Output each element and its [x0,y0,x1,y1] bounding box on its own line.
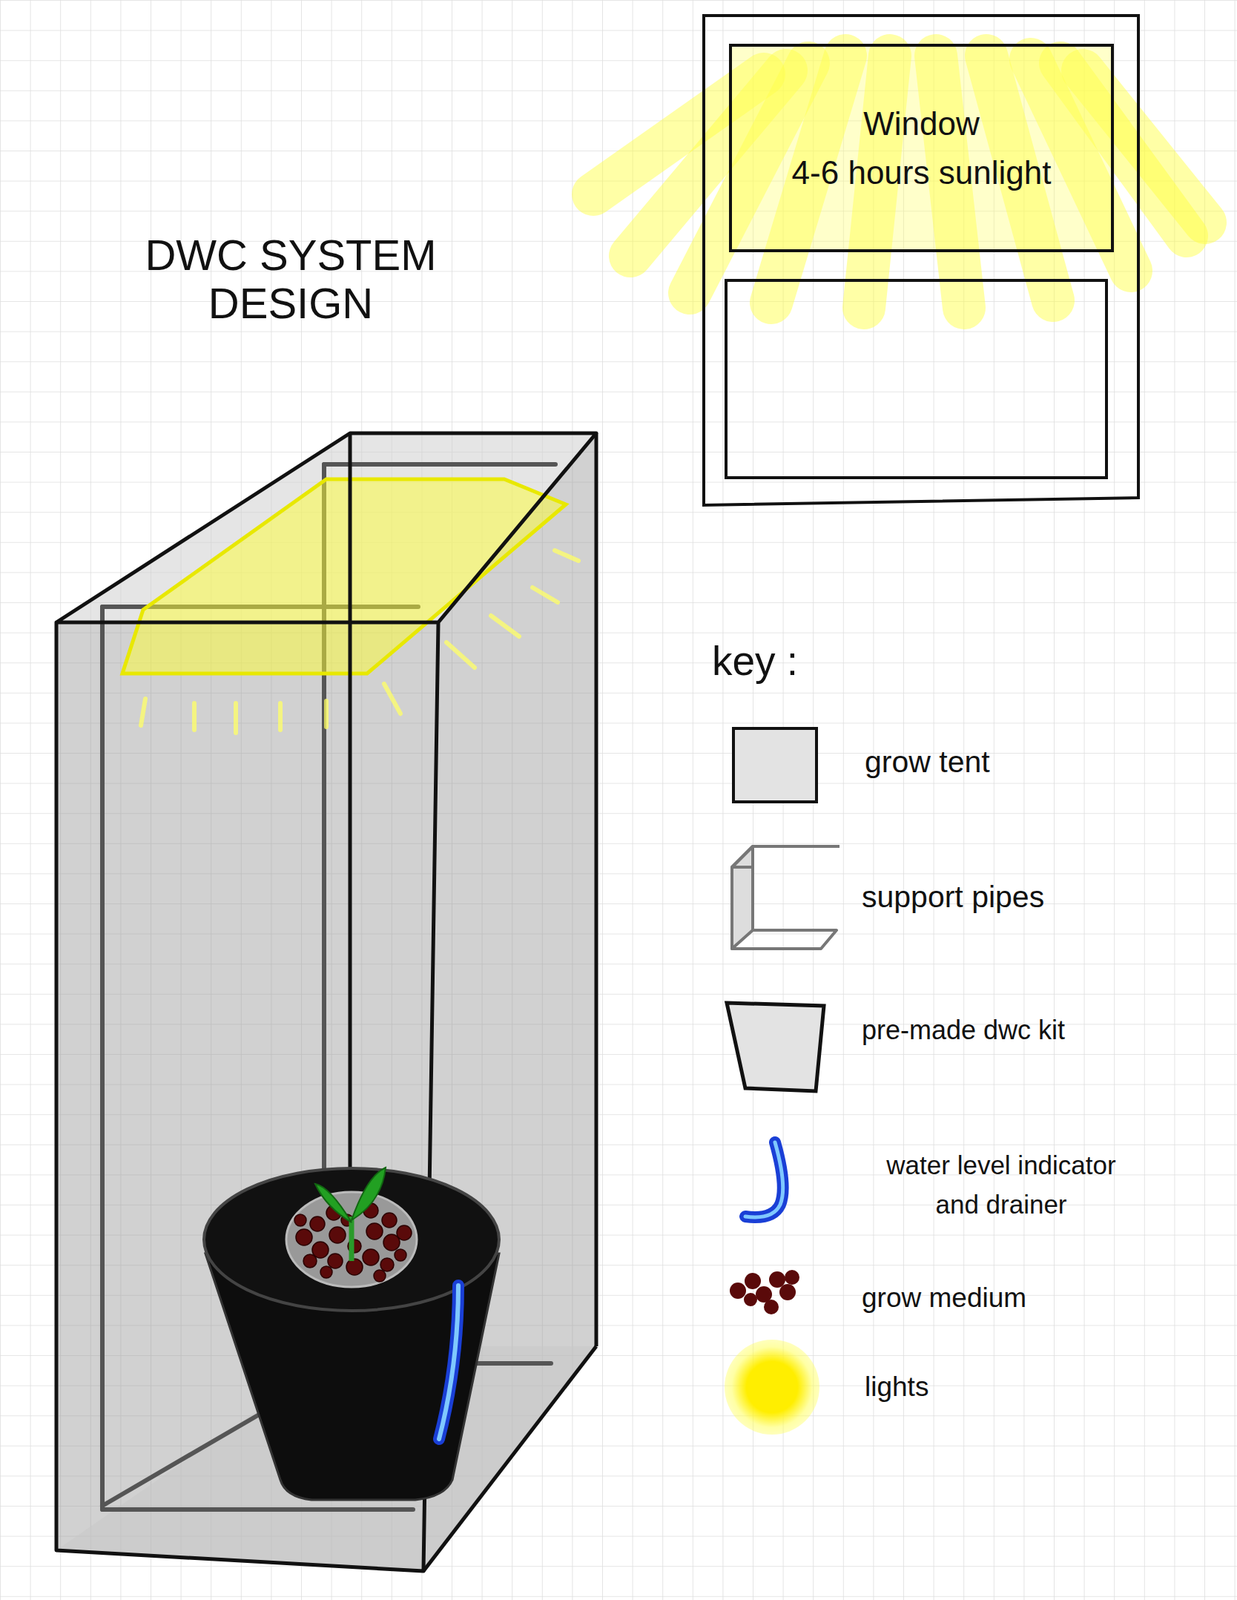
grow-light [324,700,329,727]
support-pipes-icon [731,846,840,949]
water-level-icon [745,1142,784,1217]
window-pane: Window4-6 hours sunlight [728,43,1114,253]
grow-medium-pebbles [373,1269,386,1282]
grow-medium-icon [763,1299,779,1315]
legend-text: lights [864,1370,929,1404]
grow-medium-icon [729,1282,747,1299]
grow-medium-pebbles [396,1225,412,1240]
water-level-tube [439,1285,459,1439]
grow-medium-pebbles [366,1222,383,1240]
grow-tent-outline [594,433,599,1347]
legend-text: pre-made dwc kit [861,1013,1065,1046]
grow-medium-icon [744,1272,761,1289]
grow-medium-pebbles [327,1253,343,1269]
seedling [315,1167,386,1261]
grow-light [233,703,239,733]
dwc-bucket [203,1168,500,1500]
seedling [349,1216,355,1261]
grow-medium-pebbles [309,1216,325,1232]
grow-light [140,698,146,726]
grow-tent-outline [56,433,597,1571]
grow-medium-pebbles [394,1248,407,1261]
support-pipes [324,462,556,467]
diagram-title: DWC SYSTEM DESIGN [112,231,469,328]
grow-medium-pebbles [381,1212,397,1228]
grow-medium-pebbles [362,1248,379,1266]
support-pipes [102,1506,414,1512]
legend-text: support pipes [861,878,1045,916]
grow-light [490,615,520,637]
grow-light [384,683,401,714]
grow-medium-pebbles [303,1254,317,1268]
grow-tent-outline [56,433,597,1571]
grow-medium-pebbles [294,1214,307,1226]
grow-medium-icon [779,1283,796,1301]
grow-medium-pebbles [320,1265,333,1278]
grow-medium-pebbles [295,1228,313,1246]
grow-tent-swatch [731,726,818,804]
legend-heading: key : [711,636,798,686]
legend-text: grow medium [861,1281,1027,1315]
grow-medium-pebbles [380,1257,394,1272]
grow-tent-faces [56,433,597,1571]
window-glass [728,43,1114,253]
grow-light [192,703,197,730]
window-heading: Window [863,99,980,149]
grow-medium-pebbles [329,1226,346,1243]
seedling [315,1183,352,1223]
lights-swatch [724,1339,820,1435]
window-frame [703,15,1139,506]
support-pipes-icon [731,846,753,949]
grow-light [446,642,475,668]
grow-medium-icon [784,1269,800,1285]
seedling [351,1167,386,1220]
support-pipes-icon [731,865,753,869]
grow-light [532,587,558,603]
dwc-kit-icon [726,1002,824,1091]
water-level-icon [745,1142,784,1217]
grow-light [122,479,566,674]
grow-medium-pebbles [346,1258,363,1275]
dwc-bucket [286,1191,417,1287]
water-level-tube [439,1285,459,1439]
grow-light [278,703,283,730]
legend-text: water level indicator and drainer [875,1145,1128,1224]
grow-medium-icon [769,1271,786,1288]
window-lower-pane [726,280,1107,478]
grow-light [554,550,579,561]
support-pipes [102,1405,275,1506]
window-note: 4-6 hours sunlight [792,148,1052,198]
grow-medium-icon [729,1269,800,1315]
support-pipes [100,606,105,1510]
grow-tent-outline [348,433,353,1187]
support-pipes-icon [731,846,840,949]
water-level-tube [439,1285,459,1439]
grow-light [140,550,579,733]
grow-medium-icon [743,1292,758,1306]
legend-text: grow tent [864,743,991,781]
water-level-icon [745,1142,784,1217]
